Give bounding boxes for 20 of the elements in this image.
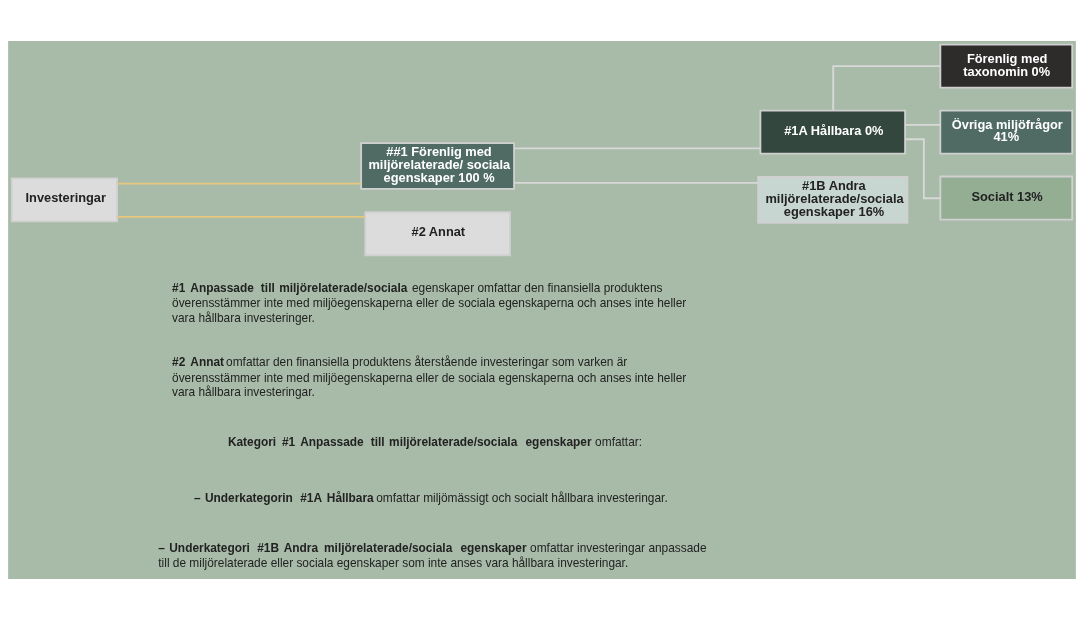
label: Kategori #1 Anpassade till miljörelaterade/sociala egenskaper omfattar: [227, 434, 643, 449]
connector [116, 215, 366, 218]
node-box: #1B Andra miljörelaterade/sociala egenskaper 16% [757, 175, 909, 224]
connector [832, 64, 942, 111]
node-box: Förenlig med taxonomin 0% [939, 43, 1074, 89]
node-box: #1A Hållbara 0% [759, 109, 906, 155]
label: #1 Anpassade till miljörelaterade/sociala egenskaper omfattar den finansiella produktens överensstämmer inte med miljöegenskaperna eller de sociala egenskaperna och anses inte heller vara hållbara investeringer. [172, 280, 687, 325]
connector [116, 182, 362, 185]
node-box: Investeringar [10, 176, 118, 222]
label: – Underkategorin #1A Hållbara omfattar miljömässigt och socialt hållbara investeringar. [194, 490, 668, 505]
label: #2 Annat omfattar den finansiella produktens återstående investeringar som varken är överensstämmer inte med miljöegenskaperna eller de sociala egenskaperna och anses inte heller vara hållbara investeringar. [172, 354, 687, 399]
node-box: Övriga miljöfrågor 41% [939, 109, 1074, 155]
connector [513, 146, 762, 149]
node-box: ##1 Förenlig med miljörelaterade/ sociala egenskaper 100 % [360, 141, 515, 190]
node-box: Socialt 13% [939, 175, 1074, 220]
connector [513, 181, 759, 184]
label: – Underkategori #1B Andra miljörelaterade/sociala egenskaper omfattar investeringar anpassade till de miljörelaterade eller sociala egenskaper som inte anses vara hållbara investeringar. [158, 540, 707, 570]
node-box: #2 Annat [364, 210, 511, 256]
connector [904, 137, 942, 199]
connector [904, 123, 942, 126]
